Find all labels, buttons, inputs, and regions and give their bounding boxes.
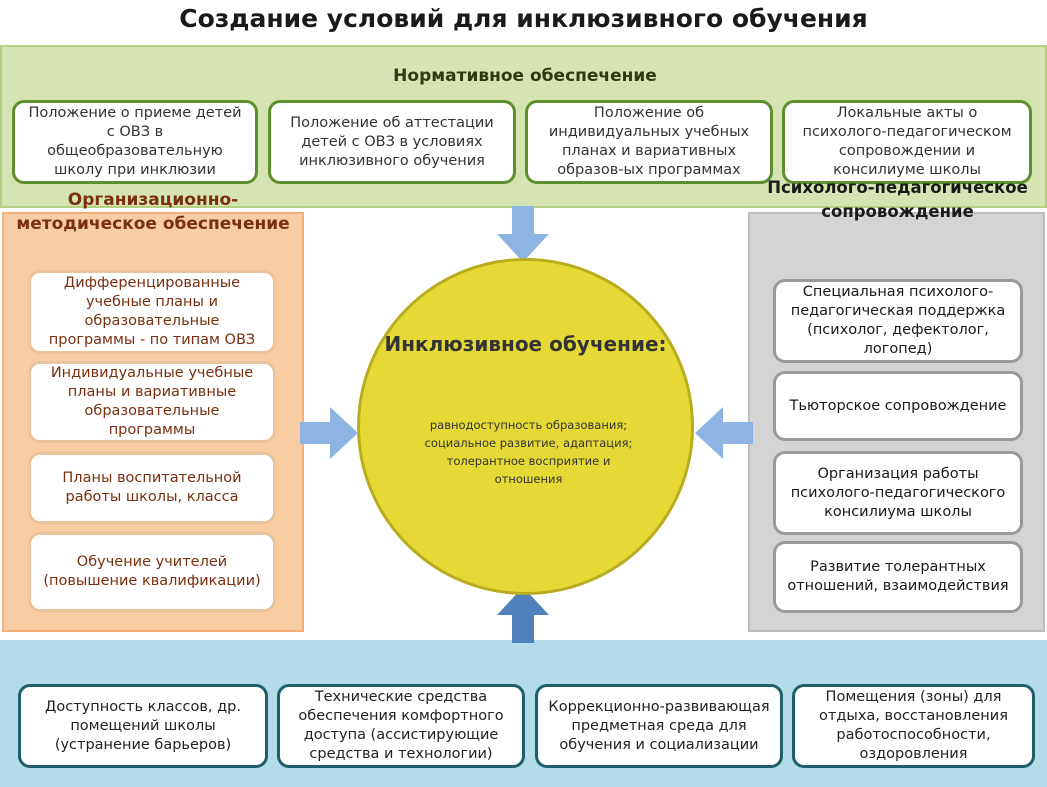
material-item: Коррекционно-развивающая предметная сред… (535, 684, 783, 768)
diagram-title: Создание условий для инклюзивного обучен… (179, 4, 868, 33)
psych-heading: Психолого-педагогическое сопровождение (767, 178, 1028, 221)
psych-item: Организация работы психолого-педагогичес… (773, 451, 1023, 535)
normative-item: Локальные акты о психолого-педагогическо… (782, 100, 1032, 184)
arrow-left-icon (695, 407, 753, 459)
methodical-item: Индивидуальные учебные планы и вариативн… (28, 361, 276, 443)
arrow-up-icon (497, 587, 549, 643)
center-description: равнодоступность образования; социальное… (400, 416, 657, 488)
center-line: социальное развитие, адаптация; (424, 436, 633, 450)
material-item: Помещения (зоны) для отдыха, восстановле… (792, 684, 1035, 768)
material-item: Технические средства обеспечения комфорт… (277, 684, 525, 768)
center-line: равнодоступность образования; (429, 418, 628, 432)
normative-heading: Нормативное обеспечение (393, 66, 657, 86)
psych-item: Развитие толерантных отношений, взаимоде… (773, 541, 1023, 613)
psych-item: Специальная психолого-педагогическая под… (773, 279, 1023, 363)
normative-item: Положение о приеме детей с ОВЗ в общеобр… (12, 100, 258, 184)
normative-item: Положение об аттестации детей с ОВЗ в ус… (268, 100, 516, 184)
psych-item: Тьюторское сопровождение (773, 371, 1023, 441)
methodical-heading: Организационно-методическое обеспечение (16, 190, 290, 234)
material-item: Доступность классов, др. помещений школы… (18, 684, 268, 768)
center-line: отношения (494, 472, 563, 486)
methodical-item: Дифференцированные учебные планы и образ… (28, 270, 276, 354)
methodical-item: Планы воспитательной работы школы, класс… (28, 452, 276, 524)
methodical-item: Обучение учителей (повышение квалификаци… (28, 532, 276, 612)
normative-item: Положение об индивидуальных учебных план… (525, 100, 773, 184)
center-circle: Инклюзивное обучение: равнодоступность о… (357, 258, 694, 595)
center-heading: Инклюзивное обучение: (384, 332, 667, 356)
center-line: толерантное восприятие и (446, 454, 611, 468)
arrow-down-icon (497, 206, 549, 262)
arrow-right-icon (300, 407, 358, 459)
